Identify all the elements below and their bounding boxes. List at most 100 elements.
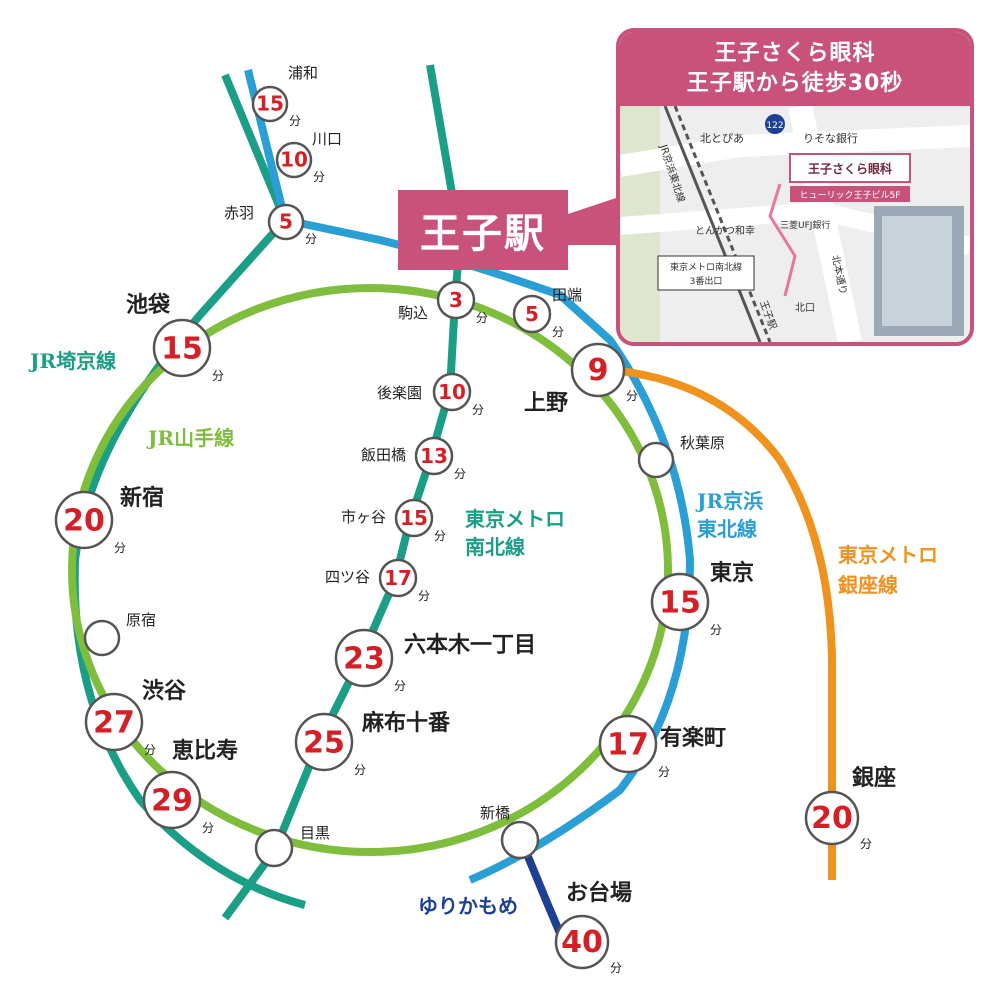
station-minutes: 15 (161, 332, 203, 367)
namboku-label-2: 南北線 (465, 535, 525, 559)
station-minutes: 17 (384, 566, 412, 590)
route-sign-icon (765, 114, 785, 134)
station-minutes: 25 (303, 726, 345, 761)
station-marker (554, 914, 610, 970)
yurikamome-label: ゆりかもめ (418, 894, 518, 918)
station-marker (294, 712, 354, 772)
station-name: 後楽園 (377, 384, 422, 402)
station-name: 市ヶ谷 (341, 508, 386, 526)
station-meguro: 目黒 (254, 824, 330, 868)
station-ginza: 20 分 銀座 (804, 765, 896, 851)
station-komagome: 3分 駒込 (398, 280, 488, 325)
clinic-name: 王子さくら眼科 (714, 41, 876, 66)
station-name: 銀座 (852, 765, 896, 791)
station-marker (637, 441, 675, 479)
station-marker (500, 820, 540, 860)
station-marker (275, 141, 313, 179)
station-marker (54, 490, 114, 550)
station-marker (254, 828, 294, 868)
station-marker (378, 558, 418, 598)
station-marker (432, 372, 472, 412)
station-name: 飯田橋 (361, 446, 406, 464)
station-marker (650, 572, 710, 632)
station-akihabara: 秋葉原 (637, 434, 725, 479)
landmark-tonkatsu: とんかつ和幸 (695, 225, 755, 237)
minutes-unit: 分 (454, 467, 466, 481)
exit-label-2: 3番出口 (690, 275, 723, 287)
origin-station-callout: 王子駅 (398, 190, 568, 270)
station-marker (251, 85, 289, 123)
station-name: お台場 (566, 880, 632, 906)
station-minutes: 5 (525, 302, 539, 326)
station-marker (804, 790, 860, 846)
station-name: 新宿 (120, 485, 164, 511)
station-marker (83, 619, 121, 657)
minutes-unit: 分 (658, 765, 670, 779)
station-tabata: 5分 田端 (512, 286, 582, 339)
minutes-unit: 分 (860, 837, 872, 851)
saikyo-line (70, 73, 307, 909)
station-minutes: 3 (449, 288, 463, 312)
area-map: 122 北とぴあ りそな銀行 とんかつ和幸 三菱UFJ銀行 北本通り 北口 王子… (620, 103, 970, 342)
station-harajuku: 原宿 (83, 611, 156, 657)
station-minutes: 20 (811, 801, 853, 836)
station-minutes: 5 (279, 209, 293, 233)
station-name: 駒込 (398, 304, 428, 322)
station-name: 目黒 (300, 824, 330, 842)
station-name: 東京 (710, 560, 754, 586)
ginza-label-2: 銀座線 (838, 573, 898, 597)
station-name: 渋谷 (142, 678, 187, 704)
clinic-info-panel: 王子さくら眼科 王子駅から徒歩30秒 122 北とぴあ りそな銀行 とんかつ和幸… (616, 28, 974, 346)
minutes-unit: 分 (305, 232, 317, 246)
station-marker (598, 714, 658, 774)
map-clinic-label: 王子さくら眼科 (808, 161, 892, 176)
station-name: 秋葉原 (680, 434, 725, 452)
minutes-unit: 分 (552, 325, 564, 339)
station-marker (142, 770, 202, 830)
station-iidabashi: 13 分 飯田橋 (361, 436, 466, 481)
station-minutes: 27 (93, 706, 135, 741)
station-name: 田端 (552, 286, 582, 304)
landmark-mufg: 三菱UFJ銀行 (780, 219, 830, 231)
minutes-unit: 分 (394, 679, 406, 693)
station-marker (394, 498, 434, 538)
yamanote-label: JR山手線 (146, 426, 234, 450)
namboku-label-1: 東京メトロ (465, 507, 565, 531)
station-minutes: 17 (607, 728, 649, 763)
panel-header: 王子さくら眼科 王子駅から徒歩30秒 (620, 32, 970, 106)
keihin-label-1: JR京浜 (695, 489, 763, 513)
minutes-unit: 分 (202, 821, 214, 835)
station-name: 新橋 (480, 804, 510, 822)
minutes-unit: 分 (212, 369, 224, 383)
station-marker (414, 436, 454, 476)
station-minutes: 10 (280, 147, 308, 171)
station-marker (334, 628, 394, 688)
walk-time: 王子駅から徒歩30秒 (686, 71, 904, 96)
minutes-unit: 分 (289, 114, 301, 128)
keihin-label-2: 東北線 (697, 517, 757, 541)
minutes-unit: 分 (476, 311, 488, 325)
station-minutes: 15 (659, 586, 701, 621)
station-minutes: 15 (256, 91, 284, 115)
station-minutes: 9 (588, 353, 609, 388)
station-marker (512, 294, 552, 334)
station-name: 原宿 (126, 611, 156, 629)
station-minutes: 13 (420, 444, 448, 468)
callout-pointer (565, 195, 625, 245)
station-name: 六本木一丁目 (404, 633, 536, 658)
minutes-unit: 分 (418, 589, 430, 603)
station-name: 赤羽 (224, 204, 254, 222)
station-name: 川口 (312, 130, 342, 148)
